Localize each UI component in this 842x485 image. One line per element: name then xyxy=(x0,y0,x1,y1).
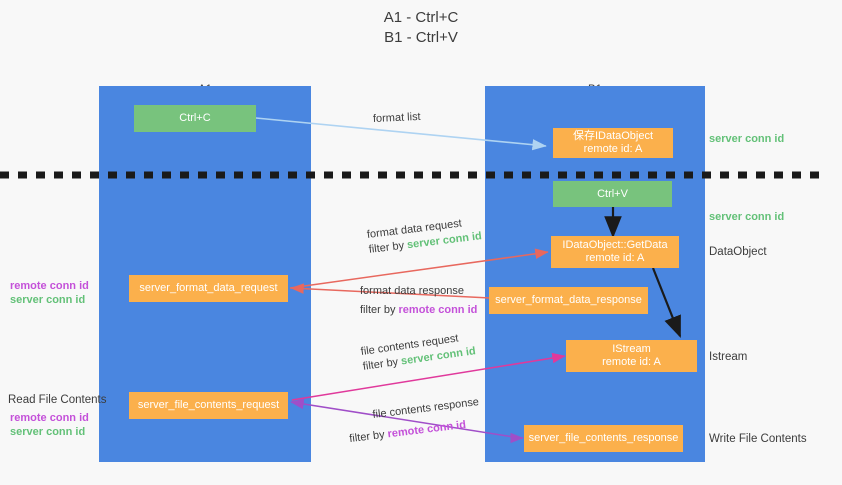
arrow-getdata-to-istream xyxy=(651,267,682,339)
label-dataobject: DataObject xyxy=(709,246,767,258)
label-write-file-contents: Write File Contents xyxy=(709,433,807,445)
node-server-file-contents-response[interactable]: server_file_contents_response xyxy=(524,425,683,452)
arrow-label-format-list: format list xyxy=(372,110,421,125)
filter-prefix: filter by xyxy=(348,428,389,446)
arrow-file-contents-response xyxy=(290,398,521,439)
label-remote-conn-id-2: remote conn id xyxy=(10,412,89,424)
label-server-conn-id-1: server conn id xyxy=(10,294,86,306)
arrow-format-list xyxy=(255,117,547,151)
filter-prefix: filter by xyxy=(362,355,402,373)
label-server-conn-id-top: server conn id xyxy=(709,133,785,145)
node-getdata[interactable]: IDataObject::GetData remote id: A xyxy=(551,236,679,268)
label-istream: Istream xyxy=(709,351,748,363)
node-server-format-data-request[interactable]: server_format_data_request xyxy=(129,275,288,302)
arrow-file-contents-request xyxy=(291,352,566,401)
label-remote-conn-id-1: remote conn id xyxy=(10,280,89,292)
arrow-label-format-data-response-text: format data response xyxy=(360,285,464,297)
filter-key-remote-conn-id: remote conn id xyxy=(398,304,478,316)
label-server-conn-id-mid: server conn id xyxy=(709,211,785,223)
node-ctrl-c[interactable]: Ctrl+C xyxy=(134,105,256,132)
filter-prefix: filter by xyxy=(368,239,408,256)
arrow-label-format-data-response-filter: filter by remote conn id xyxy=(360,303,477,318)
arrow-label-format-data-response: format data response filter by remote co… xyxy=(360,284,477,318)
node-ctrl-v[interactable]: Ctrl+V xyxy=(553,181,672,207)
arrow-format-data-request xyxy=(289,248,549,289)
arrow-format-data-response xyxy=(290,283,491,299)
label-read-file-contents: Read File Contents xyxy=(8,394,107,406)
filter-prefix: filter by xyxy=(360,304,399,316)
node-istream[interactable]: IStream remote id: A xyxy=(566,340,697,372)
node-server-format-data-response[interactable]: server_format_data_response xyxy=(489,287,648,314)
page-title: A1 - Ctrl+C B1 - Ctrl+V xyxy=(383,9,459,46)
node-server-file-contents-request[interactable]: server_file_contents_request xyxy=(129,392,288,419)
label-server-conn-id-2: server conn id xyxy=(10,426,86,438)
node-save-idataobject[interactable]: 保存IDataObject remote id: A xyxy=(553,128,673,158)
